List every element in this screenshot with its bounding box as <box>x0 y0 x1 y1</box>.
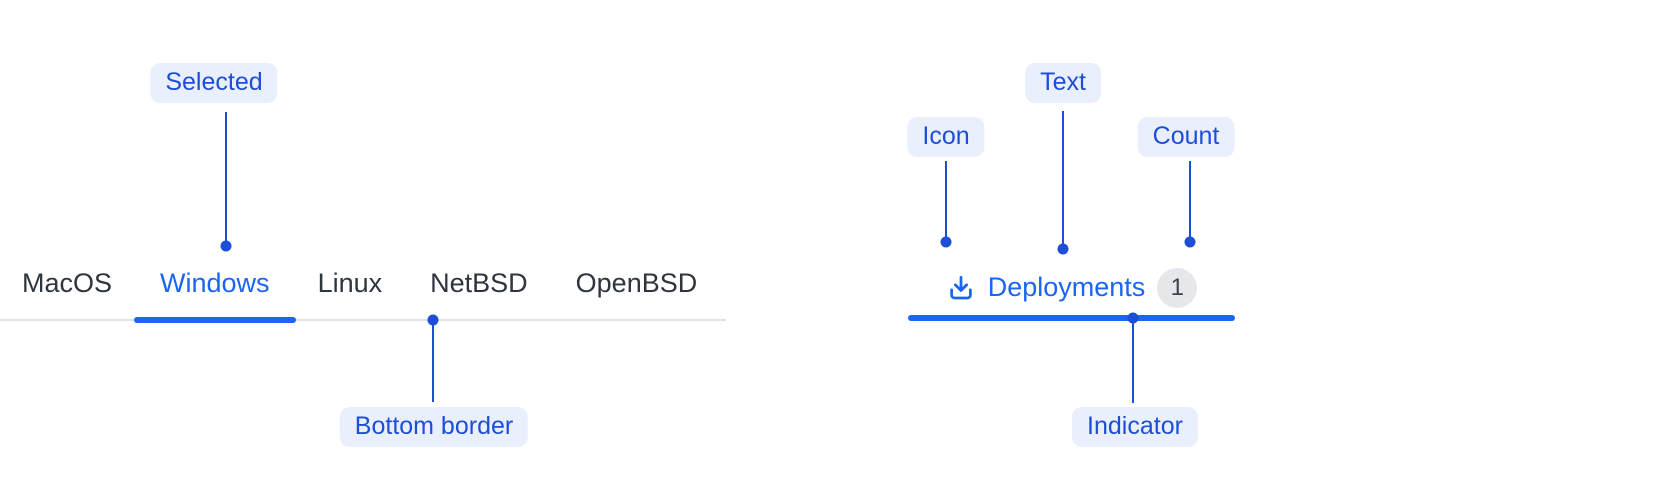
annotation-count-label: Count <box>1137 117 1235 157</box>
tab-netbsd-label: NetBSD <box>430 268 528 298</box>
tab-macos[interactable]: MacOS <box>22 267 112 319</box>
annotation-count-line <box>1189 161 1191 238</box>
tab-indicator <box>908 315 1235 321</box>
tab-netbsd[interactable]: NetBSD <box>430 267 528 319</box>
annotation-bottom-border-line <box>432 324 434 402</box>
annotation-bottom-border-dot <box>427 314 439 326</box>
annotation-icon-line <box>945 161 947 238</box>
annotation-text-dot <box>1057 243 1069 255</box>
annotation-selected-line <box>225 112 227 242</box>
tab-deployments-label: Deployments <box>987 272 1146 302</box>
annotation-text-label: Text <box>1025 63 1101 103</box>
annotation-count-dot <box>1184 236 1196 248</box>
annotation-indicator-dot <box>1127 312 1139 324</box>
tab-macos-label: MacOS <box>22 268 113 298</box>
tab-linux[interactable]: Linux <box>318 267 383 319</box>
tab-windows-label: Windows <box>160 268 270 298</box>
tab-openbsd[interactable]: OpenBSD <box>576 267 698 319</box>
tab-linux-label: Linux <box>317 268 383 298</box>
tab-windows-selected[interactable]: Windows <box>134 267 295 323</box>
annotation-selected-dot <box>220 240 232 252</box>
annotation-icon-dot <box>940 236 952 248</box>
tab-bar: MacOS Windows Linux NetBSD OpenBSD <box>0 267 726 323</box>
count-badge: 1 <box>1157 267 1198 308</box>
tab-openbsd-label: OpenBSD <box>575 268 698 298</box>
annotation-bottom-border-label: Bottom border <box>339 407 529 447</box>
annotation-text-line <box>1062 111 1064 245</box>
annotation-icon-label: Icon <box>907 117 985 157</box>
annotation-indicator-line <box>1132 323 1134 403</box>
download-icon <box>946 273 976 303</box>
annotation-selected-label: Selected <box>150 63 278 103</box>
tab-deployments[interactable]: Deployments 1 <box>908 250 1235 321</box>
annotation-indicator-label: Indicator <box>1072 407 1198 447</box>
